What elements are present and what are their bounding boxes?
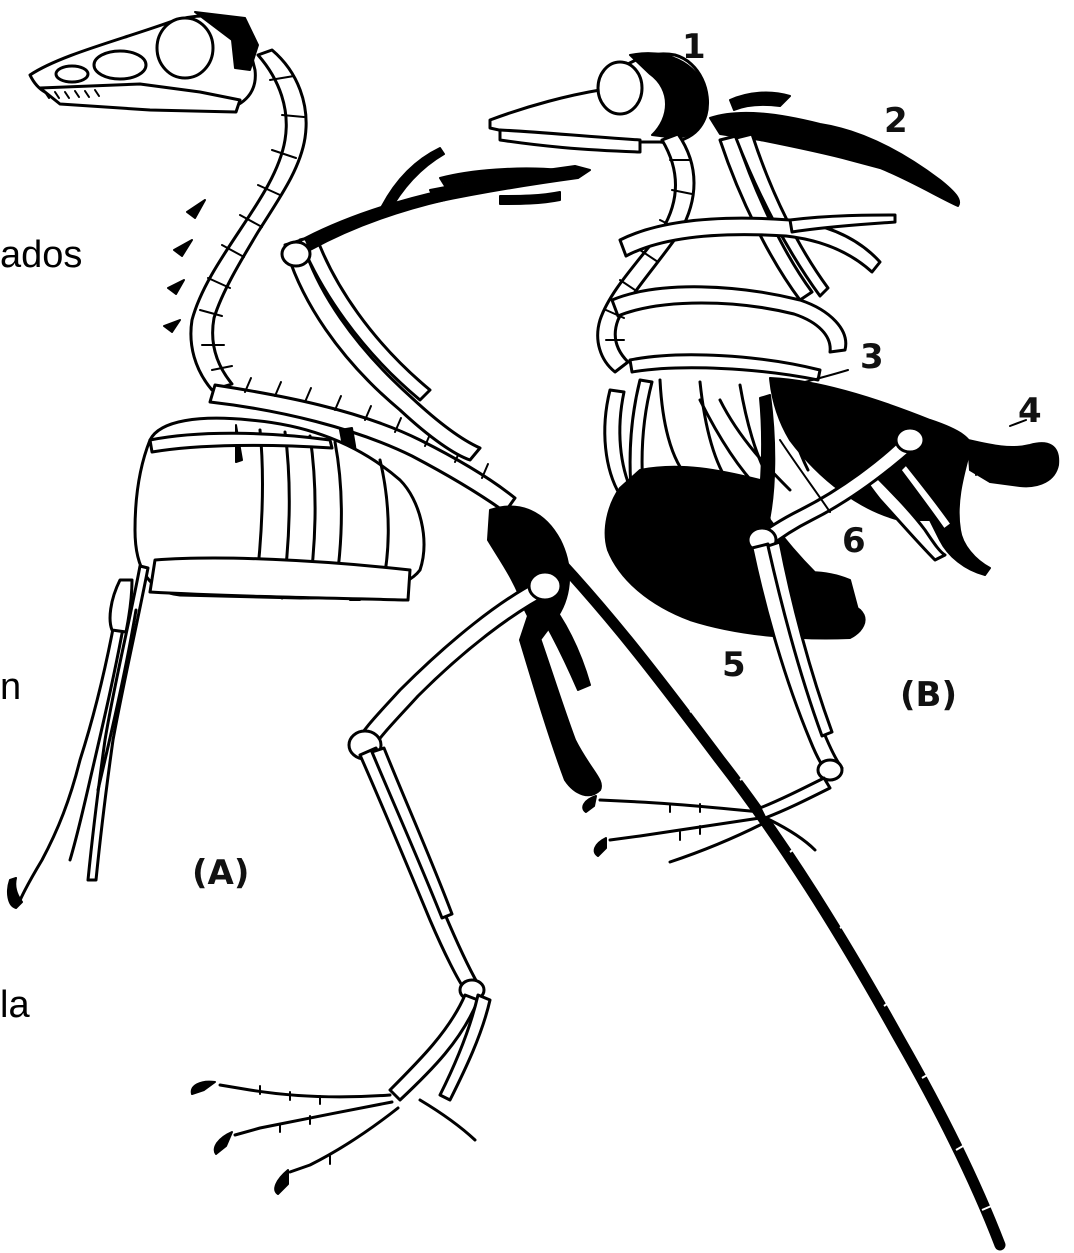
skeleton-a-skull xyxy=(30,12,258,112)
skeleton-b-pygostyle xyxy=(968,440,1058,486)
label-1: 1 xyxy=(682,30,706,64)
skeleton-a-feet xyxy=(192,1082,475,1194)
label-6: 6 xyxy=(842,524,866,558)
panel-label-a: (A) xyxy=(192,856,249,890)
skeleton-b-wing xyxy=(710,93,959,300)
label-4: 4 xyxy=(1018,394,1042,428)
skeleton-a-ribcage xyxy=(135,418,424,600)
label-3: 3 xyxy=(860,340,884,374)
skeleton-b-sternum xyxy=(606,467,865,639)
label-2: 2 xyxy=(884,104,908,138)
label-5: 5 xyxy=(722,648,746,682)
skeleton-a-back-leg xyxy=(8,566,148,908)
skeleton-b-neck xyxy=(598,134,694,372)
panel-label-b: (B) xyxy=(900,678,957,712)
skeleton-a-pelvis xyxy=(488,507,601,796)
